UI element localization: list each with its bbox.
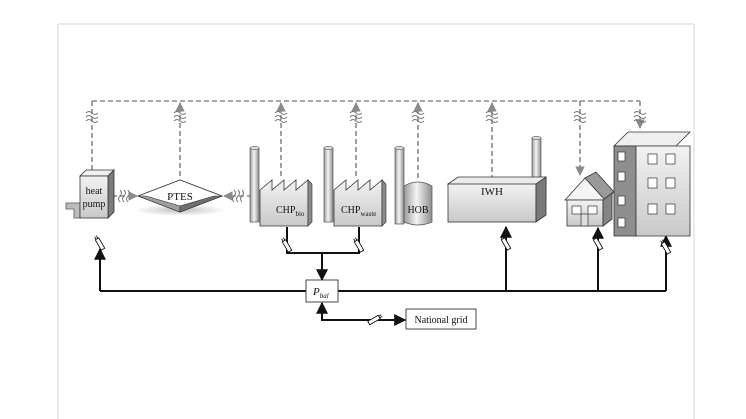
house-icon	[564, 171, 615, 227]
pipe-squiggle-icon	[411, 111, 425, 123]
chp-waste-label: CHPwaste	[341, 205, 376, 218]
building-windows	[617, 151, 676, 228]
chp-waste-plant: CHPwaste	[323, 146, 387, 227]
ptes-storage: PTES	[134, 179, 226, 216]
chimney-icon	[249, 147, 260, 223]
pipe-squiggle-icon	[485, 111, 499, 123]
pipe-squiggle-icon	[118, 189, 130, 203]
pipe-squiggle-icon	[173, 111, 187, 123]
chp-bio-label: CHPbio	[276, 205, 305, 218]
heat-pump-label-line2: pump	[83, 199, 106, 210]
electric-plug-icon	[592, 235, 604, 251]
ptes-label: PTES	[167, 191, 193, 203]
hob-boiler: HOB	[394, 146, 433, 226]
hob-label: HOB	[407, 205, 428, 216]
pipe-squiggle-icon	[573, 111, 587, 123]
heat-network	[91, 100, 645, 201]
electric-plug-icon	[660, 239, 672, 255]
pipe-squiggle-icon	[349, 111, 363, 123]
chimney-icon	[394, 147, 405, 225]
elec-link-chp-bio	[286, 227, 322, 254]
factory-icon	[333, 179, 387, 227]
electric-plug-icon	[500, 235, 512, 251]
factory-icon	[259, 179, 313, 227]
electric-plug-icon	[367, 314, 383, 326]
pipe-squiggle-icon	[633, 111, 647, 123]
elec-link-pbal-grid	[316, 301, 407, 326]
electric-plug-icon	[94, 235, 106, 251]
p-bal-label: Pbal	[312, 286, 329, 300]
iwh-plant: IWH	[446, 136, 547, 223]
chimney-icon	[323, 147, 334, 223]
electric-plug-icon	[353, 237, 365, 253]
heat-pump: heat pump	[65, 169, 115, 219]
pipe-squiggle-icon	[274, 111, 288, 123]
national-grid-label: National grid	[414, 315, 467, 326]
national-grid-node: National grid	[405, 308, 477, 330]
building-icon	[613, 131, 691, 237]
pipe-squiggles	[85, 111, 647, 203]
electricity-network	[94, 225, 672, 326]
pipe-squiggle-icon	[232, 189, 244, 203]
p-bal-node: Pbal	[305, 279, 339, 303]
electric-plug-icon	[281, 237, 293, 253]
elec-link-chp-waste	[322, 227, 360, 254]
chp-bio-plant: CHPbio	[249, 146, 313, 227]
page-frame	[57, 23, 695, 419]
pipe-squiggle-icon	[85, 111, 99, 123]
iwh-label: IWH	[481, 186, 503, 198]
heat-pump-label-line1: heat	[86, 186, 103, 197]
electric-plugs	[94, 235, 672, 326]
